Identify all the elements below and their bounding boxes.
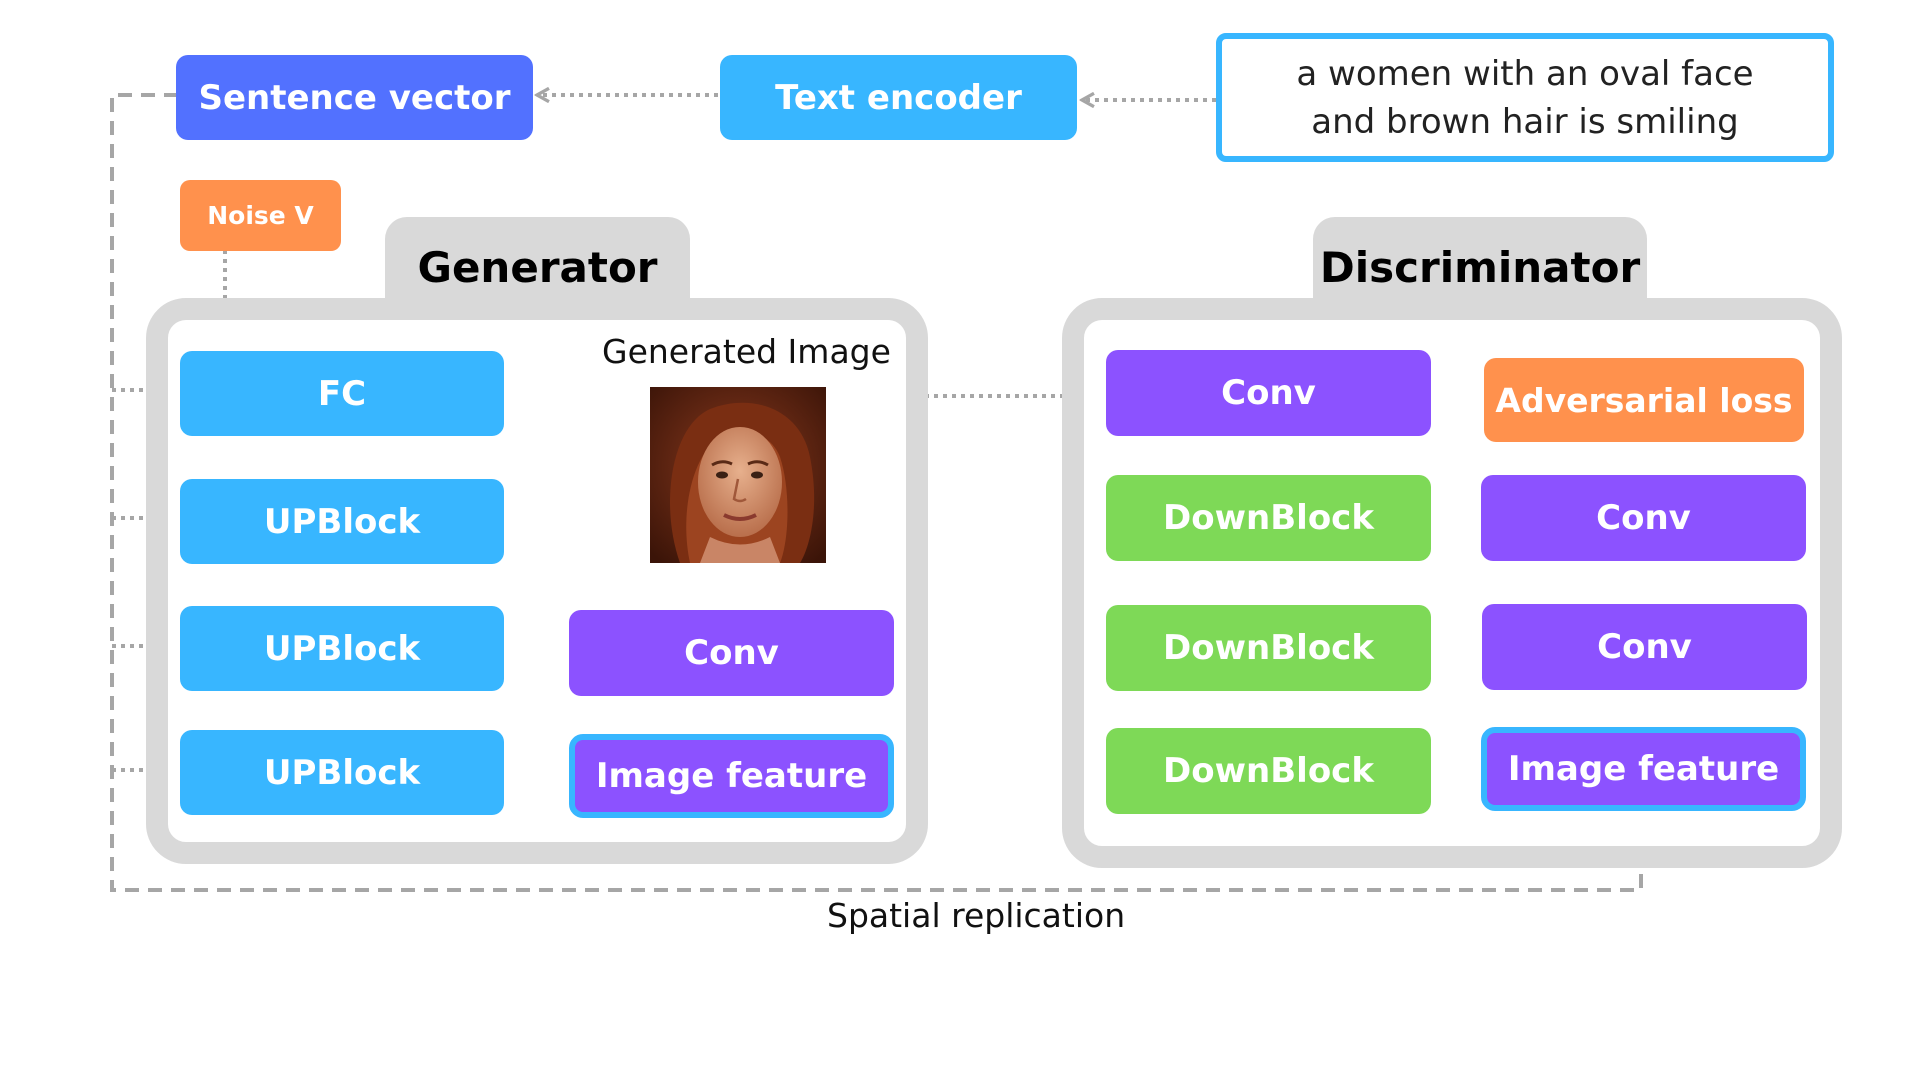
discriminator-conv-box: Conv xyxy=(1106,350,1431,436)
generator-image-feature-box: Image feature xyxy=(569,734,894,818)
generated-face-image xyxy=(650,387,826,563)
upblock-box-3: UPBlock xyxy=(180,730,504,815)
downblock-box-3: DownBlock xyxy=(1106,728,1431,814)
adversarial-loss-box: Adversarial loss xyxy=(1484,358,1804,442)
text-prompt-box: a women with an oval face and brown hair… xyxy=(1216,33,1834,162)
downblock-box-2: DownBlock xyxy=(1106,605,1431,691)
upblock-box-1: UPBlock xyxy=(180,479,504,564)
sentence-vector-box: Sentence vector xyxy=(176,55,533,140)
generated-image-caption: Generated Image xyxy=(602,332,891,371)
text-encoder-box: Text encoder xyxy=(720,55,1077,140)
discriminator-image-feature-box: Image feature xyxy=(1481,727,1806,811)
downblock-box-1: DownBlock xyxy=(1106,475,1431,561)
upblock-box-2: UPBlock xyxy=(180,606,504,691)
discriminator-conv-lower-box: Conv xyxy=(1482,604,1807,690)
spatial-replication-line xyxy=(110,93,1641,892)
noise-box: Noise V xyxy=(180,180,341,251)
generator-conv-box: Conv xyxy=(569,610,894,696)
discriminator-conv-upper-box: Conv xyxy=(1481,475,1806,561)
spatial-replication-caption: Spatial replication xyxy=(827,896,1126,935)
fc-box: FC xyxy=(180,351,504,436)
